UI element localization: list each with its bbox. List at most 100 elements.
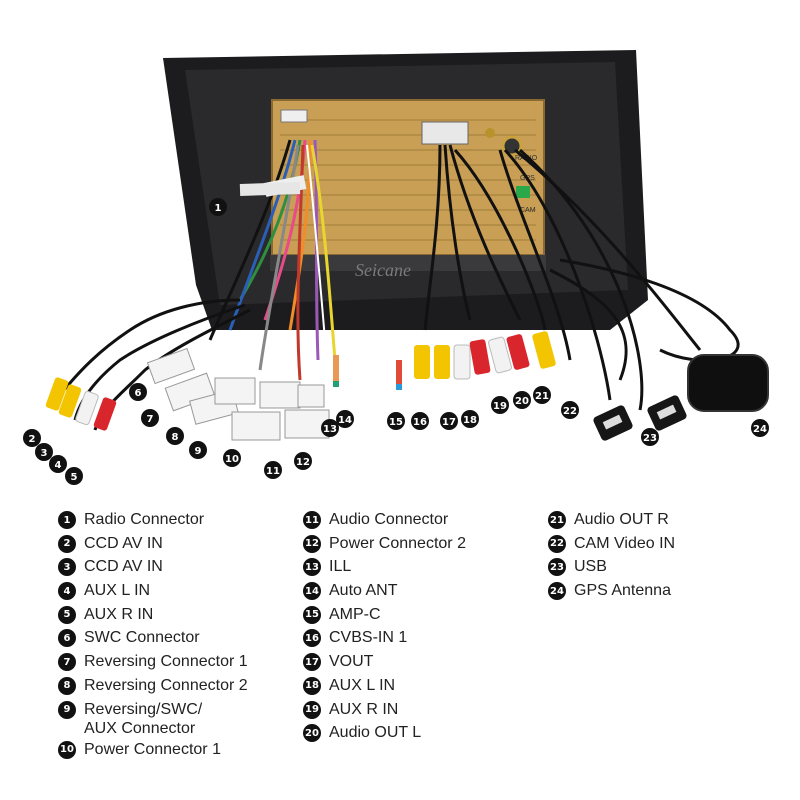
svg-text:24: 24 bbox=[753, 424, 767, 435]
callout-9: 9 bbox=[189, 441, 207, 459]
svg-text:15: 15 bbox=[389, 417, 403, 428]
legend-label: Reversing Connector 1 bbox=[84, 653, 248, 671]
legend-label: Radio Connector bbox=[84, 511, 205, 528]
callout-14: 14 bbox=[336, 410, 354, 428]
number-badge: 19 bbox=[303, 700, 321, 719]
svg-text:2: 2 bbox=[29, 434, 36, 445]
legend-item: 11 Audio Connector bbox=[303, 510, 466, 530]
unit-connector-block bbox=[421, 121, 469, 145]
legend-label: USB bbox=[574, 558, 607, 576]
number-badge: 24 bbox=[548, 582, 566, 601]
svg-text:10: 10 bbox=[225, 454, 239, 465]
svg-text:4: 4 bbox=[55, 460, 62, 471]
callout-22: 22 bbox=[561, 401, 579, 419]
svg-text:23: 23 bbox=[643, 433, 657, 444]
number-badge: 10 bbox=[58, 740, 76, 759]
number-badge: 6 bbox=[58, 629, 76, 648]
svg-text:14: 14 bbox=[338, 415, 352, 426]
svg-text:7: 7 bbox=[147, 414, 154, 425]
svg-text:1: 1 bbox=[215, 203, 222, 214]
number-badge: 15 bbox=[303, 605, 321, 624]
number-badge: 16 bbox=[303, 629, 321, 648]
rca-plugs bbox=[45, 331, 556, 431]
cam-port-label: CAM bbox=[520, 207, 536, 214]
number-badge: 23 bbox=[548, 558, 566, 577]
number-badge: 9 bbox=[58, 700, 76, 719]
callout-8: 8 bbox=[166, 427, 184, 445]
legend-label: Audio Connector bbox=[329, 511, 449, 528]
legend-label: AUX L IN bbox=[84, 582, 151, 600]
number-badge: 11 bbox=[303, 511, 321, 529]
svg-text:8: 8 bbox=[172, 432, 179, 443]
number-badge: 14 bbox=[303, 582, 321, 601]
legend-label: Reversing/SWC/ AUX Connector bbox=[84, 700, 203, 737]
wiring-diagram: Seicane RADIO GPS CAM bbox=[23, 50, 769, 485]
callout-11: 11 bbox=[264, 461, 282, 479]
head-unit: Seicane RADIO GPS CAM bbox=[163, 50, 648, 330]
legend-label: CCD AV IN bbox=[84, 534, 163, 552]
svg-text:12: 12 bbox=[296, 457, 310, 468]
callout-4: 4 bbox=[49, 455, 67, 473]
wiring-harness bbox=[58, 139, 740, 431]
legend-label: Audio OUT L bbox=[329, 724, 422, 742]
legend-item: 20 Audio OUT L bbox=[303, 723, 466, 743]
legend-item: 7 Reversing Connector 1 bbox=[58, 652, 248, 672]
callout-5: 5 bbox=[65, 467, 83, 485]
svg-text:18: 18 bbox=[463, 415, 477, 426]
legend-label: VOUT bbox=[329, 653, 374, 671]
legend-label: Power Connector 1 bbox=[84, 740, 221, 758]
callout-10: 10 bbox=[223, 449, 241, 467]
callout-20: 20 bbox=[513, 391, 531, 409]
number-badge: 17 bbox=[303, 653, 321, 672]
legend-label: SWC Connector bbox=[84, 629, 200, 647]
callout-12: 12 bbox=[294, 452, 312, 470]
callout-19: 19 bbox=[491, 396, 509, 414]
number-badge: 7 bbox=[58, 653, 76, 672]
svg-text:11: 11 bbox=[266, 466, 280, 477]
svg-text:19: 19 bbox=[493, 401, 507, 412]
legend-item: 10 Power Connector 1 bbox=[58, 740, 248, 760]
svg-text:16: 16 bbox=[413, 417, 427, 428]
number-badge: 22 bbox=[548, 534, 566, 553]
svg-text:13: 13 bbox=[323, 424, 337, 435]
legend-item: 9 Reversing/SWC/ AUX Connector bbox=[58, 700, 248, 738]
legend-item: 22 CAM Video IN bbox=[548, 534, 675, 554]
svg-text:21: 21 bbox=[535, 391, 549, 402]
svg-text:22: 22 bbox=[563, 406, 577, 417]
callout-17: 17 bbox=[440, 412, 458, 430]
svg-text:3: 3 bbox=[41, 448, 48, 459]
number-badge: 3 bbox=[58, 558, 76, 577]
legend-label: ILL bbox=[329, 558, 352, 576]
legend-item: 16 CVBS-IN 1 bbox=[303, 628, 466, 648]
callout-7: 7 bbox=[141, 409, 159, 427]
number-badge: 20 bbox=[303, 724, 321, 743]
callout-6: 6 bbox=[129, 383, 147, 401]
legend-label: CVBS-IN 1 bbox=[329, 629, 408, 647]
legend-label: AUX R IN bbox=[84, 605, 154, 623]
legend-label: AUX R IN bbox=[329, 700, 399, 718]
legend-label: Reversing Connector 2 bbox=[84, 676, 248, 694]
callout-23: 23 bbox=[641, 428, 659, 446]
callout-badges: 1 2 3 4 5 6 7 8 9 10 11 12 13 14 15 16 1… bbox=[23, 198, 769, 485]
legend-label: GPS Antenna bbox=[574, 582, 671, 600]
legend-label: CAM Video IN bbox=[574, 534, 676, 552]
callout-15: 15 bbox=[387, 412, 405, 430]
callout-18: 18 bbox=[461, 410, 479, 428]
legend-item: 23 USB bbox=[548, 557, 675, 577]
callout-16: 16 bbox=[411, 412, 429, 430]
svg-text:20: 20 bbox=[515, 396, 529, 407]
number-badge: 12 bbox=[303, 534, 321, 553]
number-badge: 18 bbox=[303, 676, 321, 695]
harness-connectors bbox=[146, 347, 330, 441]
